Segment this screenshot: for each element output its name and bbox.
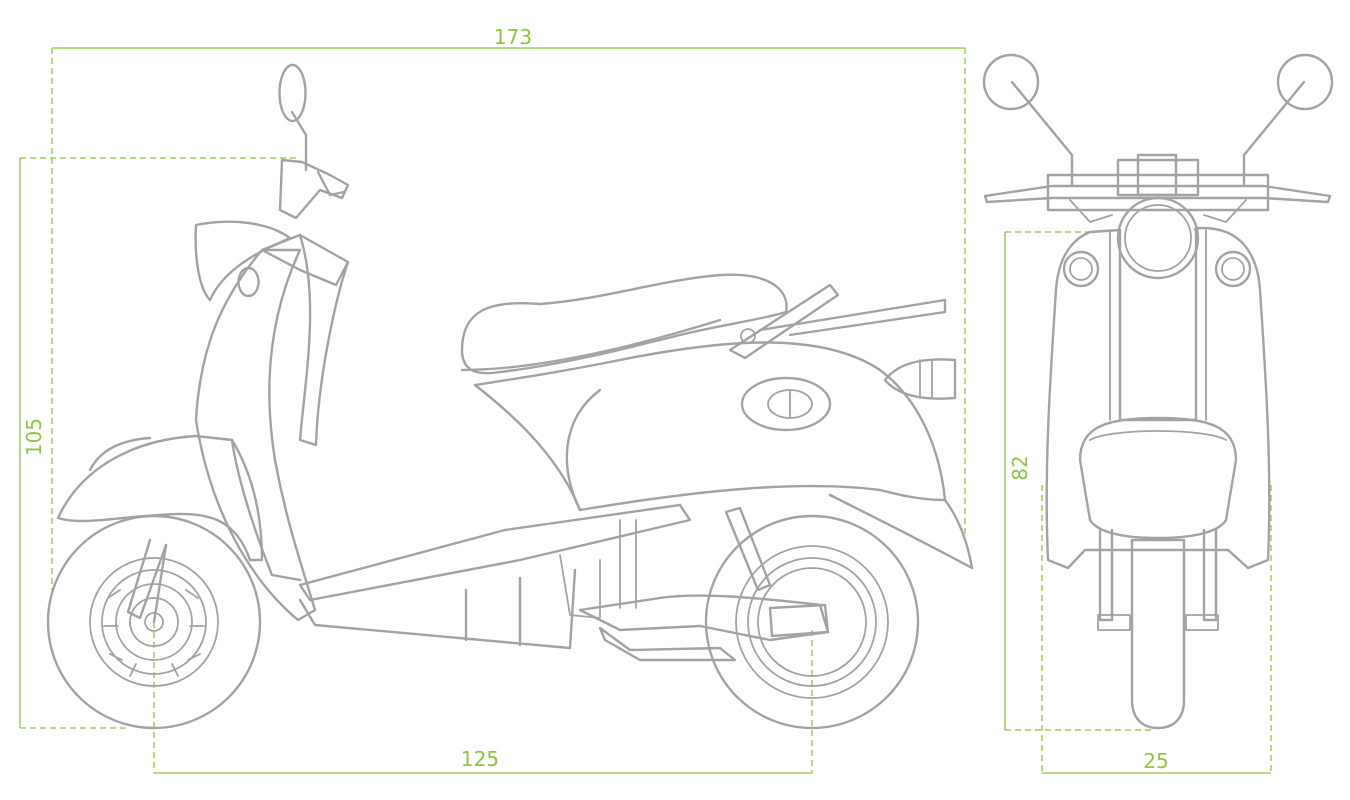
steering-column <box>260 233 350 287</box>
left-mirror <box>982 53 1040 111</box>
handlebar <box>278 158 350 220</box>
leg-shield <box>194 248 317 622</box>
swingarm <box>578 594 830 642</box>
side-dimension-lines <box>19 47 966 774</box>
rear-wheel <box>704 514 920 730</box>
left-turn-signal <box>1062 250 1100 288</box>
overall-height-label: 105 <box>22 418 46 456</box>
front-wheel <box>46 514 262 730</box>
headlamp-cowl <box>194 220 292 302</box>
front-view-tyre <box>1130 538 1186 730</box>
seat <box>460 273 788 375</box>
rear-rack <box>758 298 947 337</box>
kickstand <box>598 626 737 662</box>
scooter-front-view <box>982 53 1334 730</box>
floorboard <box>298 503 692 602</box>
front-view-fork <box>1098 528 1218 622</box>
front-dimension-lines <box>1004 231 1272 774</box>
front-fork <box>126 538 168 624</box>
front-width-label: 25 <box>1143 749 1168 773</box>
mirror <box>278 63 307 123</box>
rear-shock <box>724 506 772 592</box>
overall-length-label: 173 <box>494 25 532 49</box>
wheelbase-label: 125 <box>461 747 499 771</box>
right-turn-signal <box>1214 250 1252 288</box>
front-view-fender <box>1078 416 1238 540</box>
front-leg-shield <box>1045 226 1271 570</box>
scooter-side-view <box>46 63 974 730</box>
right-mirror <box>1276 53 1334 111</box>
tail-light <box>883 358 957 400</box>
front-fender <box>56 434 264 562</box>
front-handlebar <box>983 184 1332 204</box>
front-headlamp <box>1116 196 1200 280</box>
front-height-label: 82 <box>1008 455 1032 480</box>
rear-body-panel <box>473 341 947 512</box>
side-badge <box>740 376 832 432</box>
